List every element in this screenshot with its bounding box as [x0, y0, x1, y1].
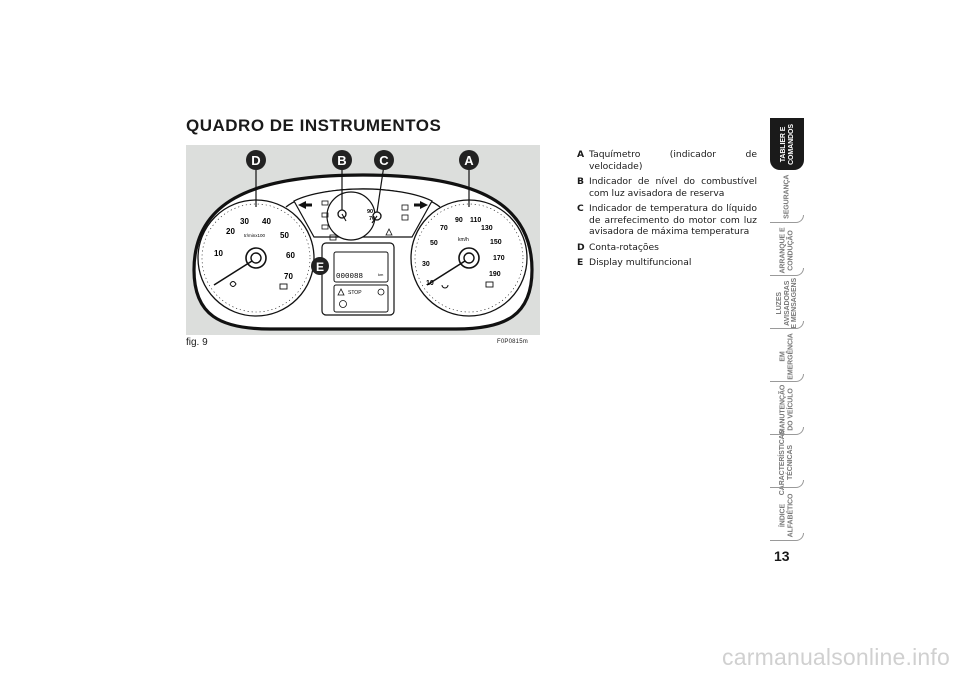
speedo-tick-label: 30: [422, 261, 430, 268]
tachometer-gauge: 10 20 30 40 50 60 70 tr/minx100: [197, 199, 315, 317]
tacho-tick-label: 50: [280, 231, 289, 240]
speedometer-gauge: 10 30 50 70 90 110 130 150 170 190 km/h: [410, 199, 528, 317]
legend-list: A Taquímetro (indicador de velocidade) B…: [577, 149, 757, 273]
legend-item: D Conta-rotações: [577, 242, 757, 254]
chapter-tab-manutencao-do-veiculo[interactable]: MANUTENÇÃO DO VEÍCULO: [770, 383, 804, 435]
speedo-tick-label: 10: [426, 280, 434, 287]
chapter-tab-divider: [770, 268, 804, 276]
seatbelt-icon: [385, 228, 393, 236]
legend-text: Indicador de nível do combustível com lu…: [589, 176, 757, 199]
legend-text: Display multifuncional: [589, 257, 692, 268]
temp-tick-label: 90: [367, 209, 373, 215]
page-title: QUADRO DE INSTRUMENTOS: [186, 116, 442, 135]
display-km-label: km: [378, 272, 384, 277]
tacho-tick-label: 60: [286, 251, 295, 260]
turn-right-arrow-icon: [414, 201, 428, 209]
callout-badge-b: B: [332, 150, 352, 170]
battery-warning-icon: [321, 224, 329, 230]
tacho-tick-label: 30: [240, 217, 249, 226]
chapter-tab-label: ARRANQUE E CONDUÇÃO: [779, 226, 795, 274]
multifunction-display: 000088 km STOP: [321, 242, 395, 316]
legend-item: B Indicador de nível do combustível com …: [577, 176, 757, 199]
rear-fog-icon: [401, 204, 409, 211]
speedo-tick-label: 70: [440, 225, 448, 232]
legend-key: C: [577, 203, 584, 214]
legend-item: C Indicador de temperatura do líquido de…: [577, 203, 757, 238]
callout-label-e: E: [316, 260, 324, 274]
chapter-tab-tablier-e-comandos[interactable]: TABLIER E COMANDOS: [770, 118, 804, 170]
figure-code: F0P0815m: [497, 339, 528, 345]
speedo-tick-label: 130: [481, 225, 493, 232]
tacho-tick-label: 70: [284, 272, 293, 281]
chapter-tab-seguranca[interactable]: SEGURANÇA: [770, 171, 804, 223]
chapter-tab-divider: [770, 321, 804, 329]
abs-warning-icon: [339, 300, 347, 308]
display-odometer: 000088: [336, 273, 363, 281]
speedo-tick-label: 150: [490, 239, 502, 246]
callout-badge-d: D: [246, 150, 266, 170]
tacho-tick-label: 40: [262, 217, 271, 226]
legend-text: Conta-rotações: [589, 241, 659, 253]
instrument-cluster-illustration: 10 20 30 40 50 60 70 tr/minx100 10 30 50…: [192, 150, 534, 331]
warning-lamp-icon: [485, 281, 494, 288]
legend-key: A: [577, 149, 585, 160]
callout-label-a: A: [464, 153, 474, 168]
speedo-unit-label: km/h: [458, 237, 469, 243]
legend-key: D: [577, 241, 585, 253]
chapter-tab-label: TABLIER E COMANDOS: [779, 123, 795, 165]
callout-badge-a: A: [459, 150, 479, 170]
legend-text: Taquímetro (indicador de velocidade): [589, 149, 757, 172]
chapter-tab-divider: [770, 215, 804, 223]
speedo-tick-label: 90: [455, 217, 463, 224]
chapter-tab-divider: [770, 533, 804, 541]
stop-warning-label: STOP: [348, 290, 362, 296]
chapter-tab-label: SEGURANÇA: [783, 174, 791, 220]
airbag-warning-icon: [329, 234, 337, 241]
glow-plug-icon: [229, 281, 237, 287]
warning-triangle-icon: [337, 288, 345, 296]
brake-warning-icon: [377, 288, 385, 296]
fog-light-icon: [321, 212, 329, 218]
legend-item: A Taquímetro (indicador de velocidade): [577, 149, 757, 172]
tacho-tick-label: 20: [226, 227, 235, 236]
legend-key: B: [577, 176, 585, 187]
legend-text: Indicador de temperatura do líquido de a…: [589, 203, 757, 237]
chapter-tab-label: EM EMERGÊNCIA: [779, 332, 795, 380]
callout-badge-c: C: [374, 150, 394, 170]
callout-label-b: B: [337, 153, 346, 168]
temp-tick-label: 70: [369, 216, 375, 222]
chapter-tab-divider: [770, 480, 804, 488]
headlight-icon: [321, 200, 329, 206]
chapter-tab-arranque-e-conducao[interactable]: ARRANQUE E CONDUÇÃO: [770, 224, 804, 276]
chapter-tab-divider: [770, 374, 804, 382]
figure-caption: fig. 9: [186, 337, 208, 348]
turn-left-arrow-icon: [298, 201, 312, 209]
legend-key: E: [577, 257, 584, 268]
front-fog-icon: [401, 214, 409, 221]
instrument-cluster-figure: 10 20 30 40 50 60 70 tr/minx100 10 30 50…: [186, 145, 540, 335]
speedo-tick-label: 170: [493, 255, 505, 262]
callout-label-c: C: [379, 153, 389, 168]
legend-item: E Display multifuncional: [577, 257, 757, 269]
speedo-tick-label: 190: [489, 271, 501, 278]
speedo-tick-label: 50: [430, 240, 438, 247]
page-number: 13: [774, 548, 790, 564]
tacho-unit-label: tr/minx100: [244, 233, 266, 238]
chapter-tab-indice-alfabetico[interactable]: ÍNDICE ALFABÉTICO: [770, 489, 804, 541]
callout-lines: [255, 164, 470, 213]
speedo-tick-label: 110: [470, 217, 481, 224]
callout-badge-e: E: [311, 257, 329, 275]
chapter-tab-em-emergencia[interactable]: EM EMERGÊNCIA: [770, 330, 804, 382]
watermark: carmanualsonline.info: [722, 644, 950, 670]
chapter-tab-caracteristicas-tecnicas[interactable]: CARACTERÍSTICAS TÉCNICAS: [770, 429, 804, 495]
callout-label-d: D: [251, 153, 260, 168]
chapter-tab-label: ÍNDICE ALFABÉTICO: [779, 493, 795, 537]
chapter-tab-luzes-avisadoras[interactable]: LUZES AVISADORAS E MENSAGENS: [770, 277, 804, 329]
service-icon: [441, 284, 449, 289]
battery-icon: [279, 283, 288, 290]
center-warning-panel: 90 70: [293, 188, 433, 241]
tacho-tick-label: 10: [214, 249, 223, 258]
